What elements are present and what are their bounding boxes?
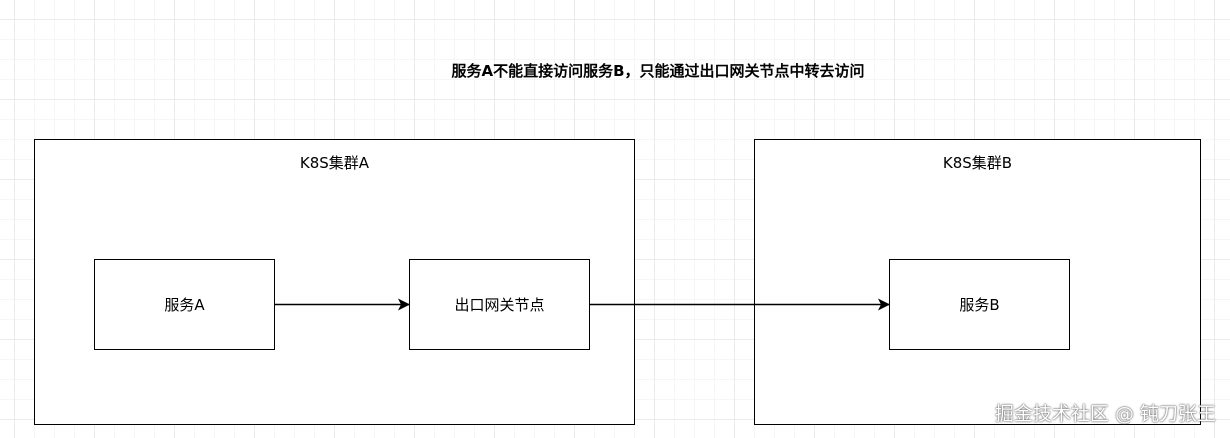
cluster-b-label: K8S集群B xyxy=(942,154,1013,172)
cluster-a-label: K8S集群A xyxy=(299,154,370,172)
service-a-node: 服务A xyxy=(94,259,275,350)
watermark: 掘金技术社区 @ 钝刀张王 xyxy=(994,403,1216,425)
service-a-label: 服务A xyxy=(164,296,205,314)
diagram-title: 服务A不能直接访问服务B，只能通过出口网关节点中转去访问 xyxy=(451,62,865,80)
cluster-b: K8S集群B xyxy=(754,139,1201,425)
service-b-node: 服务B xyxy=(889,259,1070,350)
egress-gateway-label: 出口网关节点 xyxy=(454,296,545,314)
service-b-label: 服务B xyxy=(959,296,1000,314)
egress-gateway-node: 出口网关节点 xyxy=(409,259,590,350)
